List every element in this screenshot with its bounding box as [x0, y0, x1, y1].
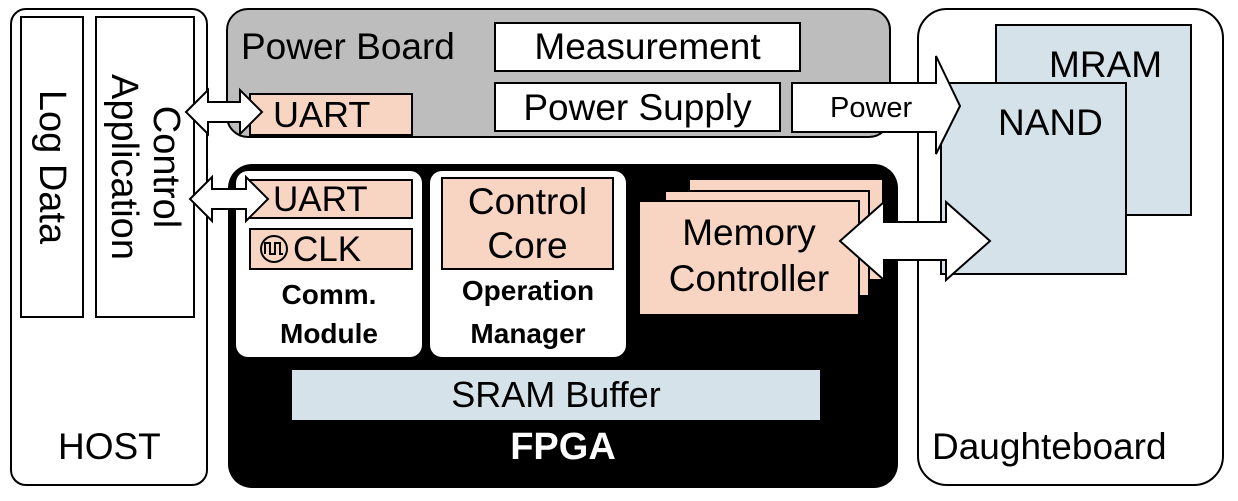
clk-label: CLK — [293, 230, 362, 269]
control-application-box: Control Application — [95, 16, 195, 318]
power-board-uart-box: UART — [249, 93, 413, 136]
nand-label: NAND — [998, 102, 1103, 143]
memory-nand-arrow — [838, 199, 992, 283]
host-power-uart-arrow — [184, 87, 264, 137]
memory-controller-line1: Memory — [682, 212, 816, 253]
clk-box: CLK — [249, 228, 413, 270]
comm-module-label-line1: Comm. — [281, 279, 377, 310]
power-arrow-label: Power — [830, 92, 913, 124]
memory-controller-box: Memory Controller — [638, 200, 860, 316]
power-supply-box: Power Supply — [494, 82, 781, 132]
control-core-box: Control Core — [441, 177, 614, 270]
comm-uart-box: UART — [249, 179, 413, 219]
power-board-label: Power Board — [241, 26, 455, 67]
host-comm-uart-arrow — [188, 174, 270, 224]
comm-module-label-line2: Module — [280, 318, 378, 349]
memory-controller-line2: Controller — [668, 258, 830, 299]
operation-manager-label-line2: Manager — [470, 318, 586, 349]
operation-manager-label-line1: Operation — [461, 275, 595, 306]
nand-chip: NAND — [940, 82, 1127, 275]
control-core-line2: Core — [487, 225, 568, 266]
host-label: HOST — [58, 426, 161, 467]
fpga-label: FPGA — [510, 426, 616, 468]
measurement-box: Measurement — [494, 22, 801, 72]
log-data-box: Log Data — [20, 16, 84, 318]
mram-label: MRAM — [1049, 44, 1163, 85]
control-core-line1: Control — [467, 181, 588, 222]
sram-buffer-box: SRAM Buffer — [292, 370, 820, 420]
daughterboard-label: Daughteboard — [932, 426, 1167, 467]
power-arrow — [791, 55, 962, 155]
clock-icon — [260, 235, 288, 263]
